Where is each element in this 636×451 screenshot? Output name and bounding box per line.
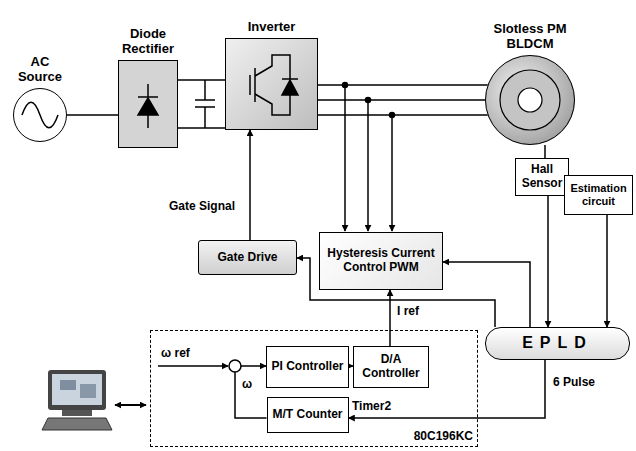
connector: [443, 262, 530, 327]
connector: [389, 290, 391, 346]
motor-body: [485, 55, 575, 145]
connector: [178, 79, 225, 81]
signal-label: Gate Signal: [168, 200, 236, 214]
connector: [544, 145, 546, 158]
box-label: M/T Counter: [271, 408, 345, 422]
box-label: Estimation circuit: [565, 182, 632, 207]
mcu-frame: 80C196KC PI Controller D/A ControllerM/T C…: [150, 330, 478, 447]
logic-box: EPLD: [485, 327, 630, 360]
box-label: Diode Rectifier: [110, 27, 186, 57]
box-label: Gate Drive: [215, 251, 279, 265]
box-label: Slotless PM BLDCM: [490, 22, 570, 52]
rectifier-fill: [118, 60, 178, 148]
connector: [318, 99, 485, 101]
counter-box: M/T Counter: [267, 397, 349, 433]
estimator-box: Estimation circuit: [564, 175, 633, 215]
driver-box: Gate Drive: [198, 240, 297, 275]
box-label: 80C196KC: [414, 430, 473, 444]
box-label: Hall Sensor: [516, 163, 568, 191]
source-circle: AC Source: [13, 88, 67, 142]
reference-arrow: [158, 365, 228, 367]
sensor-box: Hall Sensor: [515, 158, 569, 196]
motor-shaft: [518, 88, 542, 112]
controller-box: PI Controller: [266, 346, 349, 388]
diode-symbol: [138, 84, 158, 128]
link-arrow: [115, 404, 146, 406]
box-label: Inverter: [227, 20, 317, 35]
signal-label: Timer2: [351, 400, 392, 414]
box-label: AC Source: [12, 55, 68, 85]
sine-symbol: [22, 102, 58, 128]
signal-label: 6 Pulse: [552, 376, 596, 390]
box-label: EPLD: [520, 334, 595, 352]
signal-label: ω: [241, 378, 253, 392]
inverter-fill: [225, 38, 318, 130]
converter-box: D/A Controller: [353, 346, 429, 388]
box-label: D/A Controller: [354, 353, 428, 381]
motor-rotor: [500, 70, 560, 130]
box-label: Hysteresis Current Control PWM: [320, 247, 442, 275]
box-label: PI Controller: [269, 360, 345, 374]
summing-junction: [229, 360, 241, 372]
signal-label: ω ref: [160, 347, 191, 361]
rectifier-box: Diode Rectifier: [118, 60, 178, 148]
computer-icon: [42, 370, 112, 430]
signal-label: I ref: [396, 305, 420, 319]
controller-box: Hysteresis Current Control PWM: [319, 232, 443, 290]
capacitor-symbol: [178, 80, 225, 128]
phase-wire: [318, 85, 488, 115]
connector: [235, 366, 267, 418]
igbt-symbol: [250, 55, 298, 115]
connector: [547, 196, 549, 327]
motor-circle: Slotless PM BLDCM: [485, 55, 575, 145]
inverter-box: Inverter: [225, 38, 318, 130]
connector: [606, 215, 608, 327]
connector: [67, 114, 118, 116]
connector: [249, 130, 251, 240]
current-sense-tap: [343, 83, 395, 232]
